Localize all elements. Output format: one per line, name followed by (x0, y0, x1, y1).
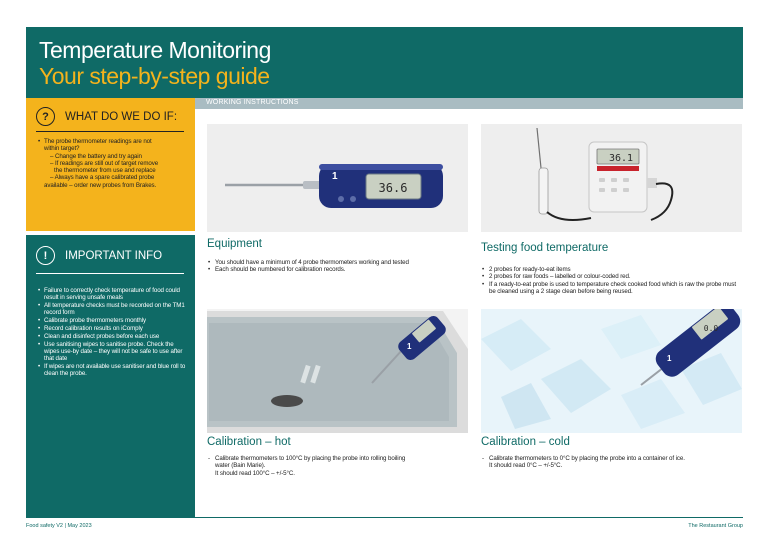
list-item: You should have a minimum of 4 probe the… (208, 259, 468, 267)
list-item: available – order new probes from Brakes… (44, 181, 157, 189)
what-do-we-do-list: The probe thermometer readings are not w… (38, 138, 188, 189)
info-icon: ! (36, 246, 55, 265)
list-item: the thermometer from use and replace (54, 167, 156, 175)
calibration-hot-image: 1 (207, 309, 468, 433)
list-item: If a ready-to-eat probe is used to tempe… (482, 281, 740, 296)
list-item: Calibrate probe thermometers monthly (38, 317, 188, 325)
probe-thermometer-icon: 36.6 1 (225, 164, 443, 208)
list-item: 2 probes for raw foods – labelled or col… (482, 273, 740, 281)
footer-divider (194, 517, 743, 518)
divider (36, 273, 184, 274)
testing-list: 2 probes for ready-to-eat items 2 probes… (482, 266, 740, 295)
list-item: The probe thermometer readings are not (38, 138, 188, 146)
cold-display: 0.0 (704, 324, 719, 333)
list-item: It should read 0°C – +/-5°C. (489, 462, 563, 470)
calibration-cold-title: Calibration – cold (481, 436, 570, 448)
page-subtitle: Your step-by-step guide (39, 63, 270, 89)
list-item: water (Bain Marie). (215, 462, 266, 470)
ice-container-icon: 0.0 1 (481, 309, 742, 433)
testing-display: 36.1 (609, 153, 633, 164)
list-item: It should read 100°C – +/-5°C. (215, 469, 295, 477)
list-item: 2 probes for ready-to-eat items (482, 266, 740, 274)
section-bar: WORKING INSTRUCTIONS (194, 98, 743, 109)
equipment-title: Equipment (207, 238, 262, 250)
what-do-we-do-heading: WHAT DO WE DO IF: (65, 110, 178, 123)
list-item: All temperature checks must be recorded … (38, 302, 188, 317)
list-item: – Change the battery and try again (50, 152, 142, 160)
calibration-cold-image: 0.0 1 (481, 309, 742, 433)
probe-number: 1 (332, 171, 338, 182)
what-do-we-do-header: ? WHAT DO WE DO IF: (36, 107, 177, 126)
probe-number: 1 (667, 354, 672, 363)
list-item: Each should be numbered for calibration … (208, 266, 468, 274)
equipment-image: 36.6 1 (207, 124, 468, 232)
question-icon: ? (36, 107, 55, 126)
header-banner: Temperature Monitoring Your step-by-step… (26, 27, 743, 98)
calibration-hot-title: Calibration – hot (207, 436, 291, 448)
list-item: If wipes are not available use sanitiser… (38, 363, 188, 378)
equipment-list: You should have a minimum of 4 probe the… (208, 259, 468, 274)
list-item: Use sanitising wipes to sanitise probe. … (38, 341, 188, 363)
what-do-we-do-panel: ? WHAT DO WE DO IF: The probe thermomete… (26, 98, 195, 231)
important-info-list: Failure to correctly check temperature o… (38, 287, 188, 378)
equipment-display: 36.6 (379, 181, 408, 195)
calibration-hot-list: Calibrate thermometers to 100°C by placi… (208, 455, 470, 477)
important-info-heading: IMPORTANT INFO (65, 249, 163, 262)
calibration-cold-list: Calibrate thermometers to 0°C by placing… (482, 455, 742, 470)
list-item: Failure to correctly check temperature o… (38, 287, 188, 302)
list-item: Clean and disinfect probes before each u… (38, 333, 188, 341)
important-info-panel: ! IMPORTANT INFO Failure to correctly ch… (26, 235, 195, 518)
testing-image: 36.1 (481, 124, 742, 232)
list-item: Record calibration results on iComply (38, 325, 188, 333)
section-bar-label: WORKING INSTRUCTIONS (206, 99, 299, 106)
bain-marie-icon: 1 (207, 309, 468, 433)
footer-company: The Restaurant Group (688, 523, 743, 529)
list-item: Calibrate thermometers to 100°C by placi… (208, 455, 470, 463)
testing-title: Testing food temperature (481, 242, 609, 254)
footer-version: Food safety V2 | May 2023 (26, 523, 92, 529)
list-item: within target? (44, 145, 80, 153)
divider (36, 131, 184, 132)
list-item: – If readings are still out of target re… (50, 159, 159, 167)
important-info-header: ! IMPORTANT INFO (36, 246, 162, 265)
list-item: – Always have a spare calibrated probe (50, 174, 155, 182)
page-title: Temperature Monitoring (39, 37, 271, 63)
probe-number: 1 (407, 342, 412, 351)
list-item: Calibrate thermometers to 0°C by placing… (482, 455, 742, 463)
bench-thermometer-icon: 36.1 (536, 127, 674, 221)
